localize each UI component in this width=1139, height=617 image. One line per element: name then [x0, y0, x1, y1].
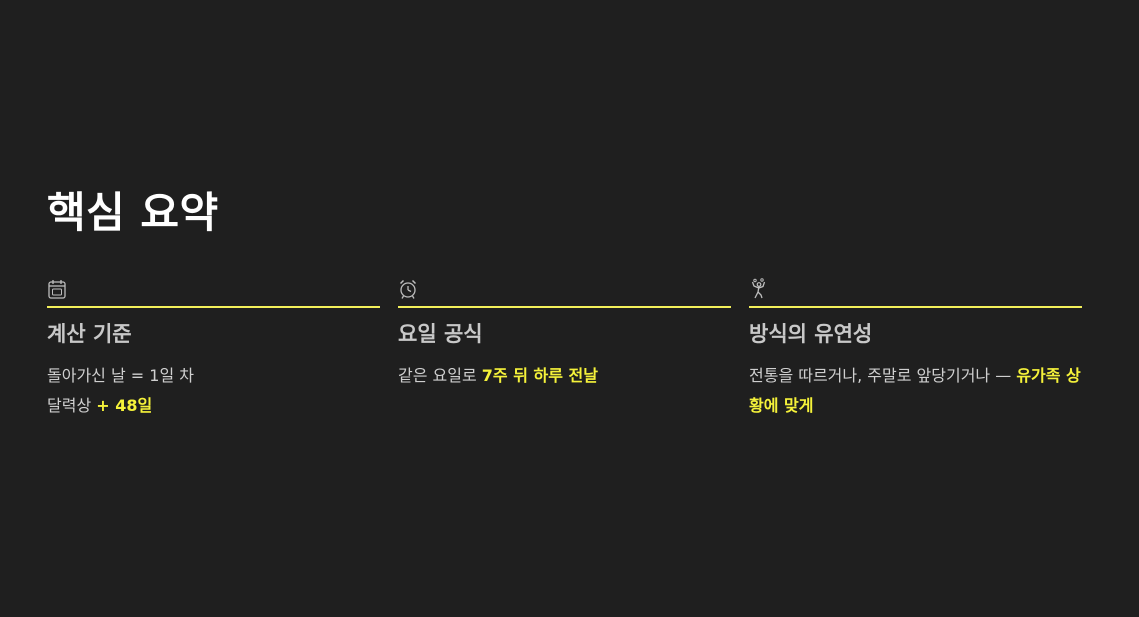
card-text-prefix: 같은 요일로 [398, 366, 482, 385]
card-highlight: 7주 뒤 하루 전날 [481, 366, 598, 385]
card-description: 전통을 따르거나, 주말로 앞당기거나 — 유가족 상황에 맞게 [749, 361, 1082, 421]
card-divider [749, 306, 1082, 308]
card-highlight: 유가족 상황에 맞게 [749, 366, 1081, 415]
card-line: 돌아가신 날 = 1일 차 [47, 366, 194, 385]
card-divider [47, 306, 380, 308]
card-divider [398, 306, 731, 308]
card-heading: 요일 공식 [398, 322, 483, 346]
card-flexibility: 방식의 유연성 전통을 따르거나, 주말로 앞당기거나 — 유가족 상황에 맞게 [749, 278, 1082, 421]
card-weekday-formula: 요일 공식 같은 요일로 7주 뒤 하루 전날 [398, 278, 731, 391]
card-heading: 방식의 유연성 [749, 322, 873, 346]
card-description: 같은 요일로 7주 뒤 하루 전날 [398, 361, 731, 391]
calendar-icon [48, 280, 66, 299]
card-highlight: + 48일 [96, 396, 153, 415]
card-calculation-basis: 계산 기준 돌아가신 날 = 1일 차 달력상 + 48일 [47, 278, 380, 421]
card-text-prefix: 전통을 따르거나, 주말로 앞당기거나 — [749, 366, 1017, 385]
card-heading: 계산 기준 [47, 322, 132, 346]
juggling-person-icon [751, 278, 766, 299]
alarm-clock-icon [399, 279, 417, 299]
page-title: 핵심 요약 [47, 188, 219, 237]
card-line-prefix: 달력상 [47, 396, 97, 415]
card-description: 돌아가신 날 = 1일 차 달력상 + 48일 [47, 361, 380, 421]
